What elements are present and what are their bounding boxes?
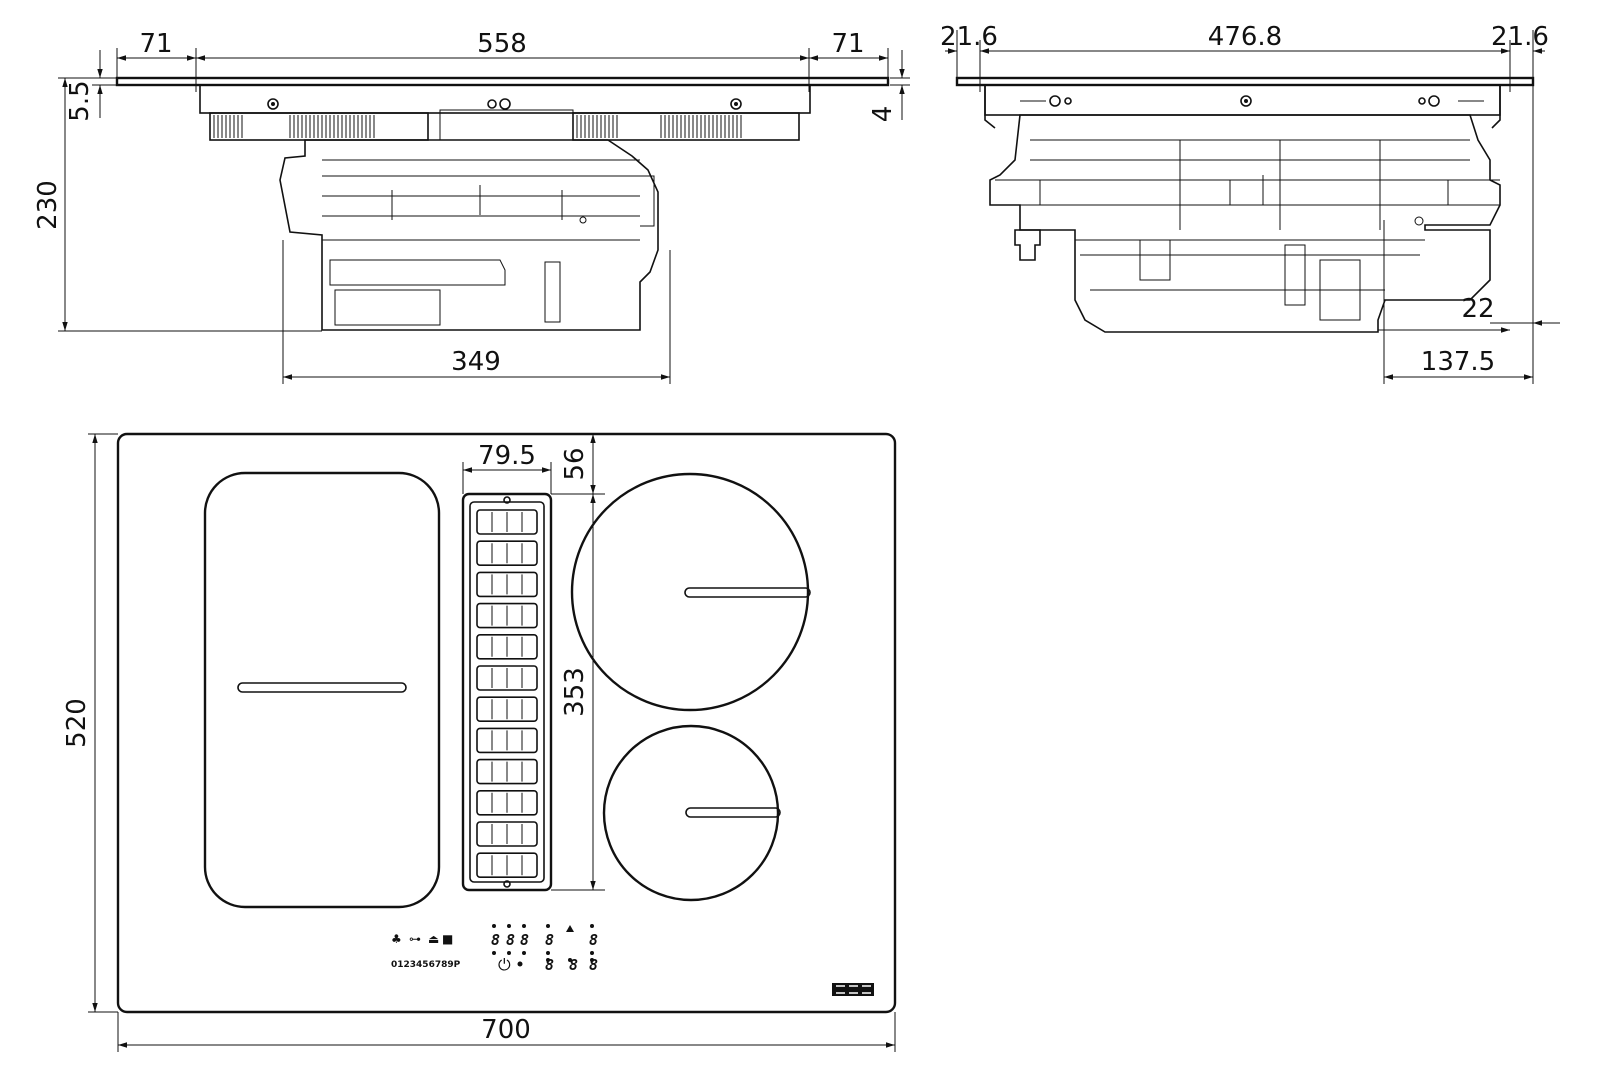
vent-slot xyxy=(476,852,538,879)
side-overall-depth-label: 476.8 xyxy=(1208,22,1282,52)
segment-digit: 8 xyxy=(569,956,578,974)
vent-slot xyxy=(476,571,538,598)
frame-thickness-label: 4 xyxy=(868,106,898,123)
segment-digit: 8 xyxy=(520,931,529,949)
side-body xyxy=(989,114,1501,333)
side-overhang-left-label: 21.6 xyxy=(940,22,998,52)
side-glass-plate xyxy=(955,76,1535,87)
glass-plate xyxy=(115,76,890,87)
indicator-dot[interactable] xyxy=(492,924,496,928)
indicator-dot[interactable] xyxy=(590,958,594,962)
hob-frame xyxy=(199,84,811,114)
lock-icon[interactable]: ■ xyxy=(442,932,453,946)
vent-slot xyxy=(476,509,538,535)
brand-logo-icon xyxy=(832,983,874,996)
rear-clearance-label: 137.5 xyxy=(1421,347,1495,377)
segment-digit: 8 xyxy=(589,956,598,974)
indicator-dot[interactable] xyxy=(522,924,526,928)
side-view: 21.6 476.8 21.6 22 xyxy=(940,22,1560,384)
segment-digit: 8 xyxy=(491,931,500,949)
vent-width-label: 79.5 xyxy=(478,441,536,471)
indicator-dot[interactable] xyxy=(492,951,496,955)
indicator-dot[interactable] xyxy=(590,951,594,955)
indicator-dot[interactable] xyxy=(546,958,550,962)
indicator-dot[interactable] xyxy=(507,924,511,928)
front-overall-width-label: 558 xyxy=(477,29,527,59)
vent-slot xyxy=(476,821,538,847)
vent-slot xyxy=(476,696,538,723)
front-view: 71 558 71 xyxy=(33,29,910,384)
indicator-dot[interactable] xyxy=(546,951,550,955)
fan-grill-left xyxy=(209,112,429,141)
flex-zone-indicator xyxy=(237,682,407,693)
small-round-zone xyxy=(602,724,780,902)
vent-slot xyxy=(476,540,538,567)
vent-slot xyxy=(476,633,538,660)
large-round-zone xyxy=(570,472,810,712)
hob-depth-label: 520 xyxy=(62,698,92,748)
pot-icon: ⏏ xyxy=(428,932,439,946)
indicator-dot[interactable] xyxy=(507,951,511,955)
vent-slot xyxy=(476,789,538,816)
vent-slot xyxy=(476,727,538,754)
indicator-dot[interactable] xyxy=(568,958,572,962)
vent-length-label: 353 xyxy=(560,667,590,717)
hob-outline xyxy=(116,432,897,1014)
flex-cooking-zone xyxy=(203,471,441,909)
segment-digit: 8 xyxy=(545,956,554,974)
vent-slot xyxy=(476,602,538,629)
bridge-icon: ⊶ xyxy=(409,932,421,946)
vent-slot xyxy=(476,758,538,785)
side-frame xyxy=(984,84,1501,116)
up-arrow-icon[interactable] xyxy=(566,925,574,932)
indicator-dot[interactable] xyxy=(522,951,526,955)
segment-digit: 8 xyxy=(545,931,554,949)
body-width-label: 349 xyxy=(451,347,501,377)
total-height-label: 230 xyxy=(33,180,63,230)
segment-digit: 8 xyxy=(589,931,598,949)
vent-offset-label: 56 xyxy=(560,447,590,480)
power-icon[interactable]: ⏻ xyxy=(498,955,511,974)
hob-width-label: 700 xyxy=(481,1015,531,1045)
indicator-dots xyxy=(492,924,594,962)
small-zone-indicator xyxy=(685,807,781,818)
vent-slot xyxy=(476,665,538,691)
power-dot-icon xyxy=(517,961,523,967)
glass-thickness-label: 5.5 xyxy=(65,80,95,121)
fan-grill-right xyxy=(572,112,800,141)
downdraft-vent xyxy=(461,492,553,892)
indicator-dot[interactable] xyxy=(546,924,550,928)
side-bottom-offset-label: 22 xyxy=(1461,294,1494,324)
side-overhang-right-label: 21.6 xyxy=(1491,22,1549,52)
motor-body-front xyxy=(279,109,659,331)
large-zone-indicator xyxy=(684,587,811,598)
indicator-dot[interactable] xyxy=(590,924,594,928)
front-overhang-left-label: 71 xyxy=(139,29,172,59)
power-level-scale[interactable]: 0123456789P xyxy=(391,960,461,970)
front-overhang-right-label: 71 xyxy=(831,29,864,59)
segment-digit: 8 xyxy=(506,931,515,949)
flex-mode-icon: ♣ xyxy=(391,932,402,946)
